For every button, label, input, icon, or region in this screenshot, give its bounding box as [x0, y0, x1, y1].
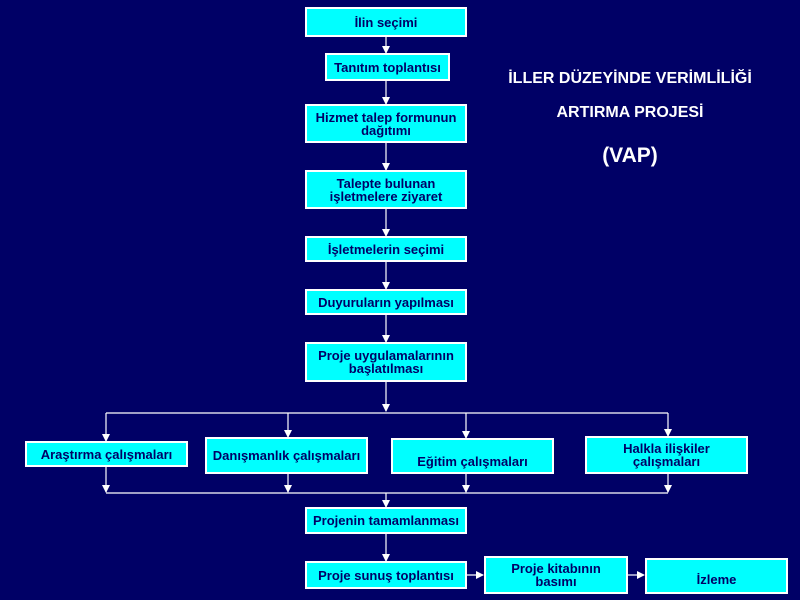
step-halkla-iliskiler: Halkla ilişkiler çalışmaları	[585, 436, 748, 474]
step-proje-tamamlanma: Projenin tamamlanması	[305, 507, 467, 534]
step-isletme-ziyaret: Talepte bulunan işletmelere ziyaret	[305, 170, 467, 209]
step-isletme-secimi: İşletmelerin seçimi	[305, 236, 467, 262]
project-title-line1: İLLER DÜZEYİNDE VERİMLİLİĞİ	[508, 70, 752, 87]
step-sunus-toplantisi: Proje sunuş toplantısı	[305, 561, 467, 589]
step-kitap-basimi: Proje kitabının basımı	[484, 556, 628, 594]
step-egitim: Eğitim çalışmaları	[391, 438, 554, 474]
step-arastirma: Araştırma çalışmaları	[25, 441, 188, 467]
step-il-secimi: İlin seçimi	[305, 7, 467, 37]
step-uygulama-baslatma: Proje uygulamalarının başlatılması	[305, 342, 467, 382]
step-hizmet-talep-formu: Hizmet talep formunun dağıtımı	[305, 104, 467, 143]
step-izleme: İzleme	[645, 558, 788, 594]
project-abbreviation: (VAP)	[602, 144, 658, 167]
step-duyuru: Duyuruların yapılması	[305, 289, 467, 315]
step-tanitim-toplantisi: Tanıtım toplantısı	[325, 53, 450, 81]
step-danismanlik: Danışmanlık çalışmaları	[205, 437, 368, 474]
project-title-line2: ARTIRMA PROJESİ	[556, 104, 704, 121]
